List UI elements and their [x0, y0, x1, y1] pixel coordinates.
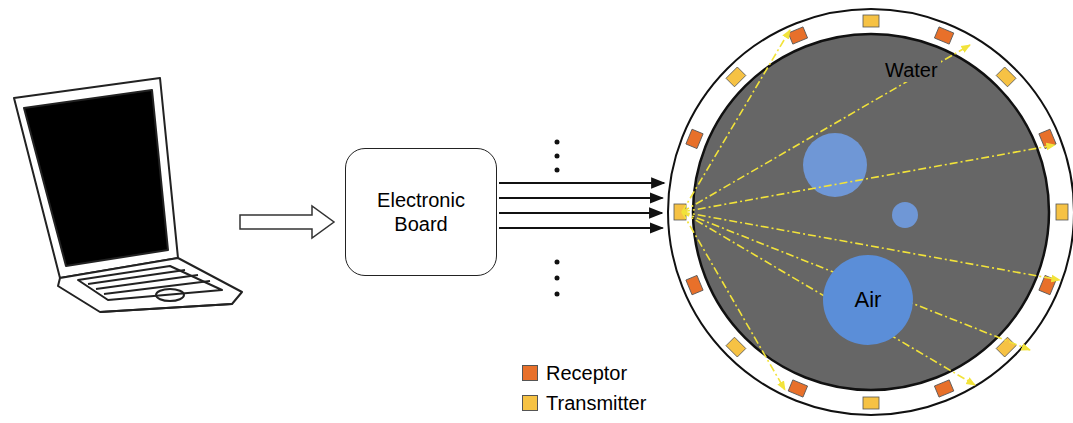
legend: ReceptorTransmitter: [522, 358, 646, 418]
signal-arrow: [499, 227, 663, 229]
legend-swatch: [522, 395, 538, 411]
small-bubble: [803, 133, 867, 197]
ultrasonic-ray: [682, 45, 970, 212]
transmitter-element: [863, 397, 879, 409]
receptor-element: [788, 27, 807, 44]
ultrasonic-ray: [682, 145, 1055, 212]
pipe-outer-wall: [668, 9, 1073, 415]
receptor-element: [686, 129, 703, 148]
receptor-element: [934, 380, 953, 397]
transmitter-element: [863, 15, 879, 27]
node-label: Air: [853, 287, 884, 313]
signal-arrow: [499, 212, 662, 214]
signal-arrow: [499, 197, 663, 199]
ultrasonic-ray: [682, 212, 1030, 350]
signal-arrow: [499, 182, 664, 184]
hollow-arrow: [240, 206, 334, 238]
electronic-board-box: Electronic Board: [345, 148, 497, 276]
small-bubble: [892, 202, 918, 228]
transmitter-element: [726, 337, 746, 357]
ellipsis-dots: [555, 140, 560, 297]
legend-row: Receptor: [522, 358, 646, 388]
legend-swatch: [522, 365, 538, 381]
receptor-element: [686, 275, 703, 294]
transmitter-element: [1056, 204, 1068, 220]
air-bubble: Air: [823, 255, 913, 345]
transmitter-element: [996, 67, 1016, 87]
ultrasonic-ray: [682, 212, 785, 390]
region-label: Water: [882, 59, 941, 82]
legend-label: Transmitter: [546, 392, 646, 415]
legend-label: Receptor: [546, 362, 627, 385]
ultrasonic-ray: [682, 30, 790, 212]
node-label: Electronic Board: [354, 188, 488, 236]
transmitter-element: [726, 67, 746, 87]
pipe-ring: [666, 7, 1073, 417]
laptop-icon: [14, 78, 242, 312]
pipe-cross-section: WaterAir: [666, 7, 1073, 417]
legend-row: Transmitter: [522, 388, 646, 418]
receptor-element: [934, 27, 953, 44]
receptor-element: [788, 380, 807, 397]
ultrasonic-ray: [682, 212, 975, 385]
